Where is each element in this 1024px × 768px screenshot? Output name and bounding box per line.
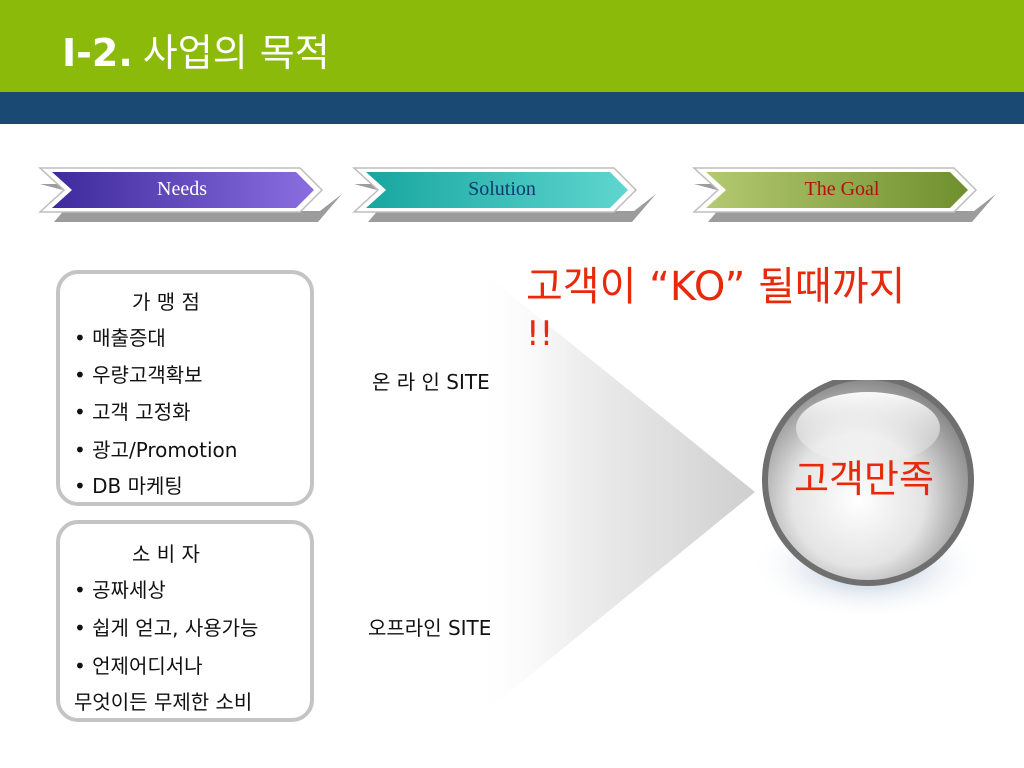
header-stripe <box>0 92 1024 124</box>
chevron-goal-label: The Goal <box>804 178 880 200</box>
title-bar: I-2.사업의 목적 <box>0 0 1024 92</box>
consumer-box: 소 비 자 • 공짜세상 • 쉽게 얻고, 사용가능 • 언제어디서나 무엇이든… <box>56 520 314 722</box>
consumer-heading: 소 비 자 <box>132 542 200 566</box>
consumer-item: 무엇이든 무제한 소비 <box>74 690 253 714</box>
consumer-item: • 언제어디서나 <box>74 654 203 678</box>
process-chevrons <box>38 167 996 222</box>
title-text: 사업의 목적 <box>142 31 330 75</box>
franchise-item: • DB 마케팅 <box>74 474 183 498</box>
goal-orb <box>750 380 986 620</box>
chevron-needs <box>38 167 342 222</box>
franchise-item: • 광고/Promotion <box>74 438 238 462</box>
page-title: I-2.사업의 목적 <box>62 22 330 77</box>
consumer-item: • 공짜세상 <box>74 578 166 602</box>
chevron-solution-label: Solution <box>468 178 536 200</box>
franchise-heading: 가 맹 점 <box>132 290 200 314</box>
title-prefix: I-2. <box>62 31 133 75</box>
chevron-solution <box>352 167 656 222</box>
franchise-item: • 고객 고정화 <box>74 400 191 424</box>
franchise-box: 가 맹 점 • 매출증대 • 우량고객확보 • 고객 고정화 • 광고/Prom… <box>56 270 314 506</box>
chevron-needs-label: Needs <box>157 178 207 200</box>
franchise-item: • 우량고객확보 <box>74 363 203 387</box>
big-arrow-shape <box>480 270 755 716</box>
goal-label: 고객만족 <box>794 457 934 501</box>
slogan-line-2: !! <box>526 314 554 354</box>
chevron-goal <box>692 167 996 222</box>
slogan-line-1: 고객이 “KO” 될때까지 <box>526 264 906 310</box>
consumer-item: • 쉽게 얻고, 사용가능 <box>74 616 259 640</box>
online-site-label: 온 라 인 SITE <box>372 370 490 394</box>
offline-site-label: 오프라인 SITE <box>368 616 492 640</box>
franchise-item: • 매출증대 <box>74 326 166 350</box>
